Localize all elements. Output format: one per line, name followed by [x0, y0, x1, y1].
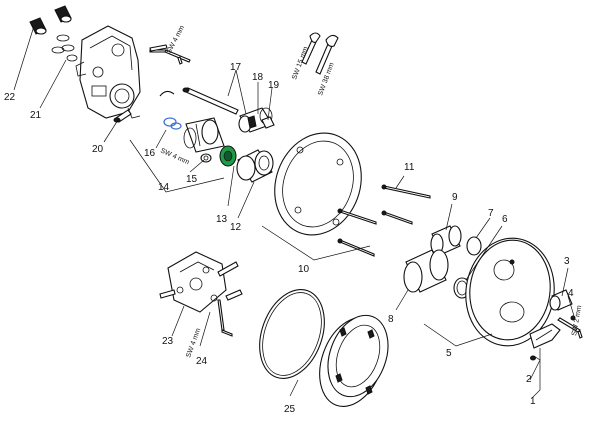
- callout-6: 6: [502, 214, 508, 225]
- part-10-plate: [274, 132, 362, 236]
- part-19-nut: [261, 116, 275, 129]
- callout-3: 3: [564, 256, 570, 267]
- part-17-stem: [182, 87, 239, 115]
- callout-13: 13: [216, 214, 228, 225]
- part-1-lever: [529, 323, 561, 349]
- callout-16: 16: [144, 148, 156, 159]
- callout-22: 22: [4, 92, 16, 103]
- part-11-screws: [337, 184, 431, 257]
- valve-body: [75, 25, 141, 119]
- label-sw2: SW 2 mm: [571, 305, 583, 337]
- part-4-screw: [570, 315, 576, 321]
- callout-20: 20: [92, 144, 104, 155]
- part-22-caps: [29, 5, 72, 35]
- callout-17: 17: [230, 62, 242, 73]
- callout-4: 4: [568, 288, 574, 299]
- callout-25: 25: [284, 404, 296, 415]
- label-sw15: SW 15 mm: [291, 46, 309, 81]
- callout-15: 15: [186, 174, 198, 185]
- callout-1: 1: [530, 396, 536, 407]
- wrench-sw15: [301, 32, 321, 65]
- callout-12: 12: [230, 222, 242, 233]
- allen-key-bottom: [217, 299, 233, 337]
- callout-2: 2: [526, 374, 532, 385]
- part-8-cylinder: [403, 249, 449, 293]
- blue-clip: [163, 117, 182, 130]
- callout-23: 23: [162, 336, 174, 347]
- part-7-ring: [466, 236, 482, 256]
- callout-7: 7: [488, 208, 494, 219]
- callout-5: 5: [446, 348, 452, 359]
- part-20-screw: [113, 109, 132, 123]
- callout-9: 9: [452, 192, 458, 203]
- label-sw4-bottom: SW 4 mm: [185, 327, 202, 358]
- part-9-cylinder: [430, 225, 462, 255]
- part-2-cap: [530, 355, 536, 361]
- bolt-top: [149, 44, 168, 52]
- part-13-seal: [219, 145, 237, 167]
- part-12-sleeve: [236, 149, 274, 183]
- label-sw4-top: SW 4 mm: [166, 24, 187, 55]
- part-15-small-ring: [200, 153, 212, 163]
- callout-10: 10: [298, 264, 310, 275]
- callout-8: 8: [388, 314, 394, 325]
- part-18-cartridge: [238, 107, 273, 133]
- callout-numbers: 22 21 20 17 18 19 16 15 14 13 12 10 11 9…: [4, 62, 574, 415]
- callout-21: 21: [30, 110, 42, 121]
- part-3-handle-base: [549, 289, 573, 311]
- label-sw4-mid: SW 4 mm: [159, 147, 190, 166]
- wrench-sw38: [315, 34, 339, 75]
- allen-key-sw2: [557, 317, 583, 339]
- part-21-orings: [51, 34, 78, 62]
- callout-19: 19: [268, 80, 280, 91]
- callout-14: 14: [158, 182, 170, 193]
- part-16-diverter: [159, 90, 225, 153]
- leader-lines: [13, 25, 575, 399]
- part-25-ring-thick: [319, 314, 389, 407]
- part-23-bracket: [159, 251, 243, 313]
- callout-24: 24: [196, 356, 208, 367]
- callout-18: 18: [252, 72, 264, 83]
- allen-key-top: [149, 49, 191, 65]
- callout-11: 11: [404, 162, 415, 173]
- part-25-ring-thin: [259, 289, 325, 379]
